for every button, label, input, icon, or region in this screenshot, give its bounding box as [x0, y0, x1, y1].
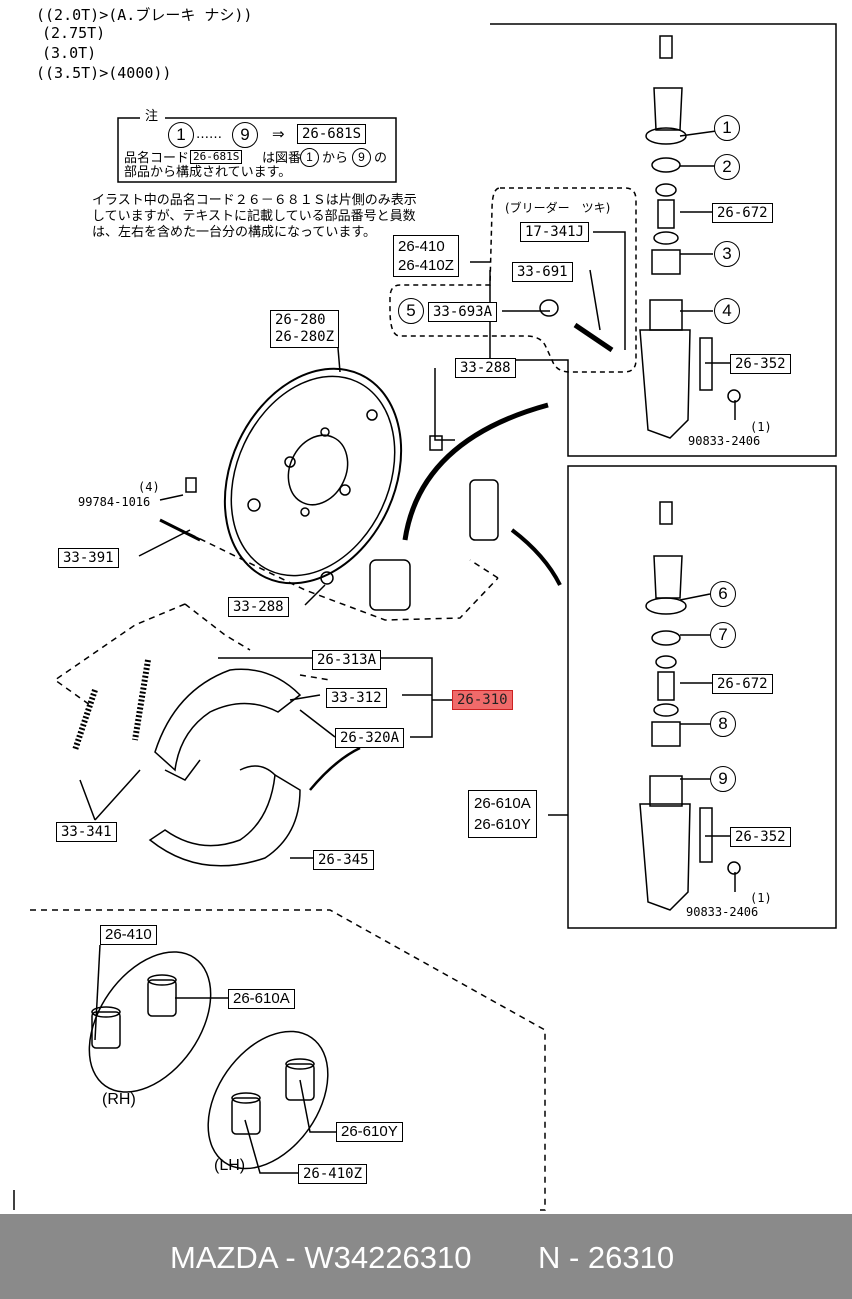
label-99784-1016: 99784-1016: [78, 495, 151, 509]
label-26-410z: 26-410Z: [398, 257, 454, 274]
drum-arc-lower: [309, 746, 361, 791]
note-range-from: 1: [168, 122, 194, 148]
label-26-280: 26-280: [275, 312, 326, 328]
footer-brand-part: MAZDA - W34226310: [170, 1240, 472, 1275]
label-26-410-group: 26-410 26-410Z: [393, 235, 459, 277]
label-26-610y-bottom: 26-610Y: [336, 1122, 403, 1142]
note-line2-pre: 品名コード: [124, 151, 190, 166]
header-line-3: (3.0T): [42, 44, 97, 62]
label-33-691: 33-691: [512, 262, 573, 282]
callout-5: 5: [398, 298, 424, 324]
label-33-693a: 33-693A: [428, 302, 498, 322]
footer-part-number: N - 26310: [538, 1240, 675, 1275]
label-26-280-group: 26-280 26-280Z: [270, 310, 340, 348]
note-line2-to: 9: [352, 148, 371, 167]
header-line-4: ((3.5T)>(4000)): [36, 64, 172, 82]
bleeder-dashed-outline: [389, 187, 637, 373]
label-26-610y: 26-610Y: [474, 816, 531, 833]
note-line2-kara: から: [322, 151, 349, 166]
note-range-sep: ……: [196, 127, 222, 142]
label-26-672-lower: 26-672: [712, 674, 773, 694]
label-17-341j: 17-341J: [520, 222, 590, 242]
brake-shoe-lining: [154, 668, 302, 772]
label-26-313a: 26-313A: [312, 650, 382, 670]
rh-ellipse: [88, 951, 212, 1093]
parts-diagram-drawing: [13, 23, 837, 1211]
callout-4: 4: [714, 298, 740, 324]
header-line-2: (2.75T): [42, 24, 106, 42]
bottom-dashed-outline: [30, 909, 546, 1211]
note-line2-from: 1: [300, 148, 319, 167]
callout-1: 1: [714, 115, 740, 141]
brake-shoe: [148, 773, 301, 867]
shoe-dashed-outline: [53, 533, 499, 706]
wheel-cylinder-mid: [369, 559, 411, 611]
label-26-610a: 26-610A: [474, 795, 531, 812]
label-33-312: 33-312: [326, 688, 387, 708]
label-26-410: 26-410: [398, 238, 445, 255]
label-lh: (LH): [214, 1157, 246, 1174]
label-26-352-upper: 26-352: [730, 354, 791, 374]
note-line2-mid: は図番: [262, 151, 302, 166]
label-26-310-highlighted[interactable]: 26-310: [452, 690, 513, 710]
callout-3: 3: [714, 241, 740, 267]
callout-6: 6: [710, 581, 736, 607]
label-26-410z-bottom: 26-410Z: [298, 1164, 368, 1184]
bleeder-caption: (ブリーダー ツキ): [505, 201, 611, 215]
callout-2: 2: [714, 154, 740, 180]
qty-99784: (4): [138, 480, 160, 494]
spring-right: [132, 659, 151, 741]
label-33-288-upper: 33-288: [455, 358, 516, 378]
label-26-320a: 26-320A: [335, 728, 405, 748]
callout-7: 7: [710, 622, 736, 648]
label-rh: (RH): [102, 1091, 136, 1108]
explanation-line-3: は、左右を含めた一台分の構成になっています。: [92, 225, 377, 240]
note-line3: 部品から構成されています。: [124, 165, 292, 180]
label-90833-2406-lower: 90833-2406: [686, 905, 759, 919]
header-line-1: ((2.0T)>(A.ブレーキ ナシ)): [36, 6, 253, 24]
label-26-345: 26-345: [313, 850, 374, 870]
label-26-610a-bottom: 26-610A: [228, 989, 295, 1009]
backing-plate: [223, 367, 403, 585]
label-26-280z: 26-280Z: [275, 329, 335, 345]
note-range-to: 9: [232, 122, 258, 148]
lower-frame: [567, 465, 837, 929]
label-26-352-lower: 26-352: [730, 827, 791, 847]
qty-90833-lower: (1): [750, 891, 772, 905]
label-33-391: 33-391: [58, 548, 119, 568]
footer-bar: MAZDA - W34226310 N - 26310: [0, 1214, 852, 1299]
label-33-288-lower: 33-288: [228, 597, 289, 617]
label-26-410-bottom: 26-410: [100, 925, 157, 945]
callout-9: 9: [710, 766, 736, 792]
note-line2-post: の: [374, 151, 388, 166]
explanation-line-1: イラスト中の品名コード２６－６８１Ｓは片側のみ表示: [92, 193, 417, 208]
note-code: 26-681S: [297, 124, 367, 144]
label-90833-2406-upper: 90833-2406: [688, 434, 761, 448]
qty-90833-upper: (1): [750, 420, 772, 434]
note-box: [117, 117, 397, 183]
spring-left: [72, 689, 98, 751]
note-arrow: ⇒: [272, 125, 285, 143]
callout-8: 8: [710, 711, 736, 737]
label-26-672-upper: 26-672: [712, 203, 773, 223]
explanation-line-2: していますが、テキストに記載している部品番号と員数: [92, 209, 416, 224]
note-line2-code: 26-681S: [190, 150, 243, 164]
label-33-341: 33-341: [56, 822, 117, 842]
drum-arc-upper: [402, 402, 549, 541]
note-title: 注: [142, 108, 162, 125]
label-26-610-group: 26-610A 26-610Y: [468, 790, 537, 838]
drum-arc-right: [510, 528, 562, 586]
